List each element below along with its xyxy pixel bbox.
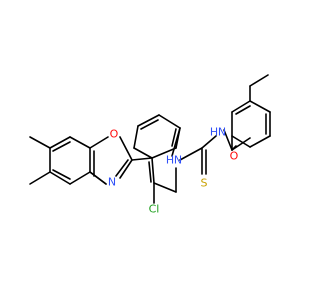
amide-carbonyl [223,129,251,151]
benzoxazole-benzene-ring [49,136,107,185]
thiourea-linkage [171,127,217,175]
methyl-groups [29,136,51,185]
molecule-structure: O N Cl H N S H N O [29,74,271,216]
thiourea-nh-hydrogen-label: H [166,154,174,167]
toluoyl-ring [231,74,271,148]
chloro-label: Cl [149,203,160,216]
oxazole-ring [89,136,133,185]
biaryl-bond [131,157,153,161]
thiourea-nitrogen-label: N [174,154,182,167]
oxazole-oxygen-label: O [110,128,119,141]
thiocarbonyl-sulfur-label: S [201,177,208,190]
amide-nh-hydrogen-label: H [210,126,218,139]
chlorophenyl-ring [133,114,181,193]
carbonyl-oxygen-label: O [230,150,239,163]
amide-nitrogen-label: N [218,126,226,139]
oxazole-nitrogen-label: N [108,176,116,189]
